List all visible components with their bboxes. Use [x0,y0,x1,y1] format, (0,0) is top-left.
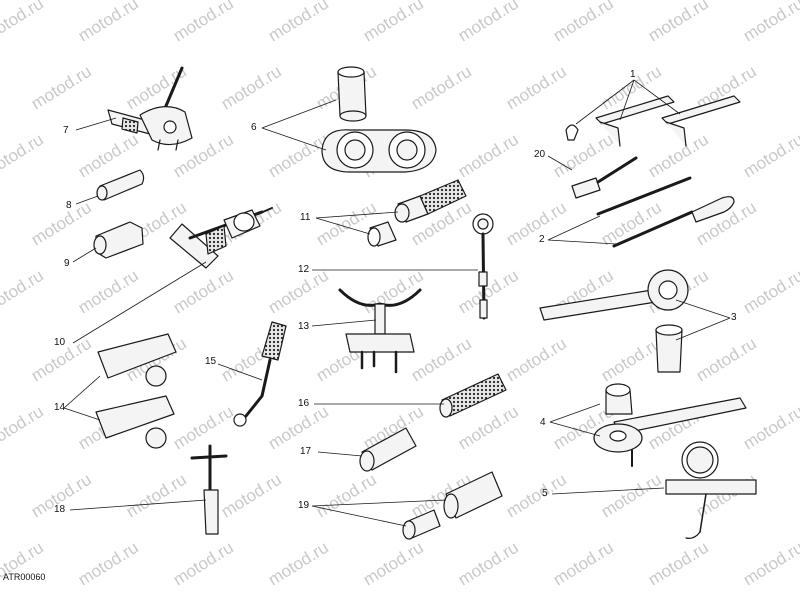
tool-3-pin-spanner [539,269,689,373]
tool-20-probe [571,156,638,199]
callout-17: 17 [300,446,312,457]
tool-10-t-handle-puller [169,207,273,269]
drawing-code: ATR00060 [3,572,46,582]
callout-12: 12 [298,264,310,275]
callout-6: 6 [251,122,257,133]
tool-18-t-handle-punch [190,444,228,535]
tool-17-sleeve [359,427,417,472]
tool-19-sleeves [402,471,503,540]
callout-10: 10 [54,337,66,348]
tool-5-dial-indicator [665,441,757,539]
callout-20: 20 [534,149,546,160]
callout-3: 3 [731,312,737,323]
tool-2-rods [596,176,735,248]
callout-5: 5 [542,488,548,499]
callout-1: 1 [630,69,636,80]
callout-15: 15 [205,356,217,367]
tool-15-lever [233,321,287,427]
leader-lines [63,79,731,527]
callout-2: 2 [539,234,545,245]
callout-11: 11 [300,212,311,223]
callout-4: 4 [540,417,546,428]
tool-12-dial-gauge [472,213,494,320]
callout-16: 16 [298,398,310,409]
callout-18: 18 [54,504,66,515]
callout-9: 9 [64,258,70,269]
callout-19: 19 [298,500,310,511]
callout-8: 8 [66,200,72,211]
tool-9-drift [93,221,144,259]
tool-11-extractor [367,179,467,247]
tool-13-bridge-clamp [338,288,422,374]
tool-4-flywheel-holder [593,383,747,467]
callout-7: 7 [63,125,69,136]
tool-7-lever-tool [107,66,193,151]
callout-13: 13 [298,321,310,332]
tool-8-cone [96,169,145,201]
callout-14: 14 [54,402,66,413]
tool-14-crank-holders [95,333,177,449]
tool-1-hook-rods [565,95,741,147]
tool-6-tube-and-holder [321,66,437,173]
tool-16-knurled-cylinder [439,373,507,418]
